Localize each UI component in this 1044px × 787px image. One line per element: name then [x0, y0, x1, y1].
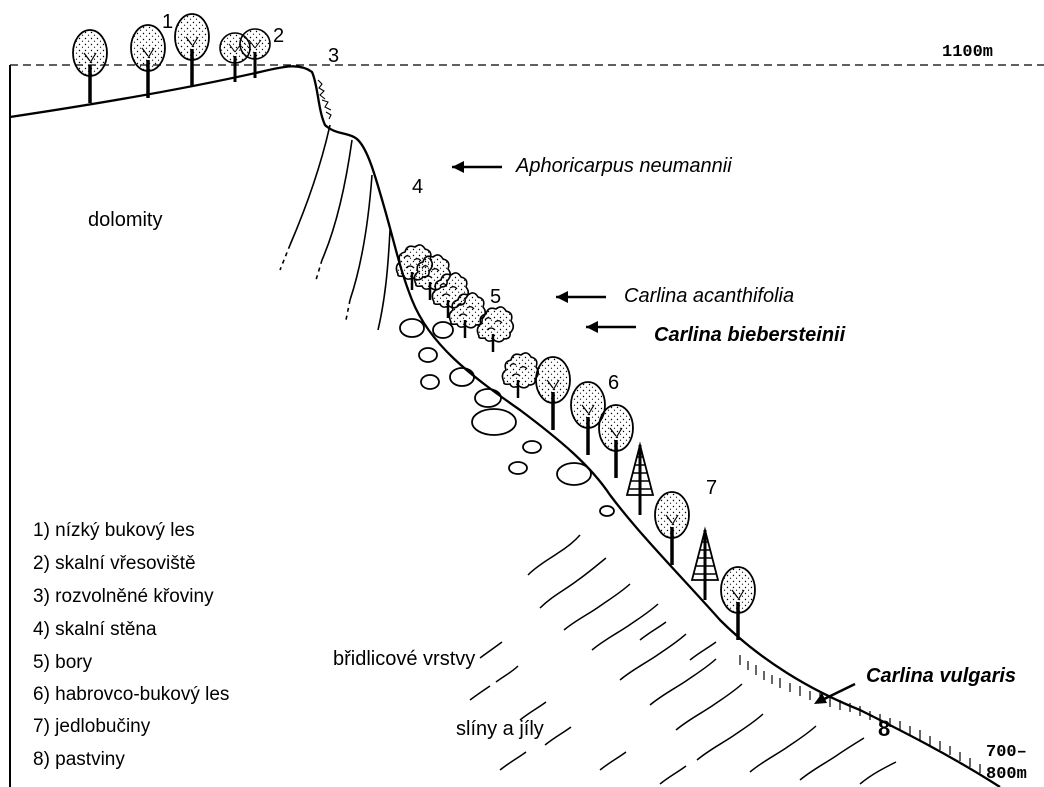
pine-trees [396, 245, 538, 398]
elevation-bottom-line2: 800m [986, 765, 1027, 784]
species-annotations: Aphoricarpus neumannii Carlina acanthifo… [452, 155, 1016, 704]
rock-label-marl: slíny a jíly [456, 718, 544, 740]
elevation-bottom-line1: 700– [986, 743, 1027, 762]
zone-number-3: 3 [328, 45, 339, 67]
elevation-top: 1100m [942, 43, 993, 62]
legend-item: 4) skalní stěna [33, 619, 157, 640]
species-aphoricarpus: Aphoricarpus neumannii [515, 155, 732, 177]
rock-label-shale: břidlicové vrstvy [333, 648, 475, 670]
species-carlina-acanthifolia: Carlina acanthifolia [624, 285, 794, 307]
legend-item: 1) nízký bukový les [33, 520, 195, 541]
zone-number-4: 4 [412, 176, 423, 198]
legend-item: 8) pastviny [33, 749, 125, 770]
fir-beech-trees [627, 445, 755, 640]
legend: 1) nízký bukový les 2) skalní vřesoviště… [33, 520, 229, 770]
legend-item: 7) jedlobučiny [33, 716, 151, 737]
legend-item: 2) skalní vřesoviště [33, 553, 196, 574]
zone-number-5: 5 [490, 286, 501, 308]
species-carlina-vulgaris: Carlina vulgaris [866, 665, 1016, 687]
rock-label-dolomites: dolomity [88, 209, 162, 231]
species-carlina-biebersteinii: Carlina biebersteinii [654, 324, 846, 346]
zone-number-2: 2 [273, 25, 284, 47]
zone-number-7: 7 [706, 477, 717, 499]
terrain-profile [10, 66, 1000, 787]
zone-number-8: 8 [878, 716, 890, 741]
shale-strata [470, 535, 896, 784]
zone-number-6: 6 [608, 372, 619, 394]
legend-item: 6) habrovco-bukový les [33, 684, 229, 705]
zone-number-1: 1 [162, 11, 173, 33]
legend-item: 3) rozvolněné křoviny [33, 586, 214, 607]
legend-item: 5) bory [33, 652, 93, 673]
